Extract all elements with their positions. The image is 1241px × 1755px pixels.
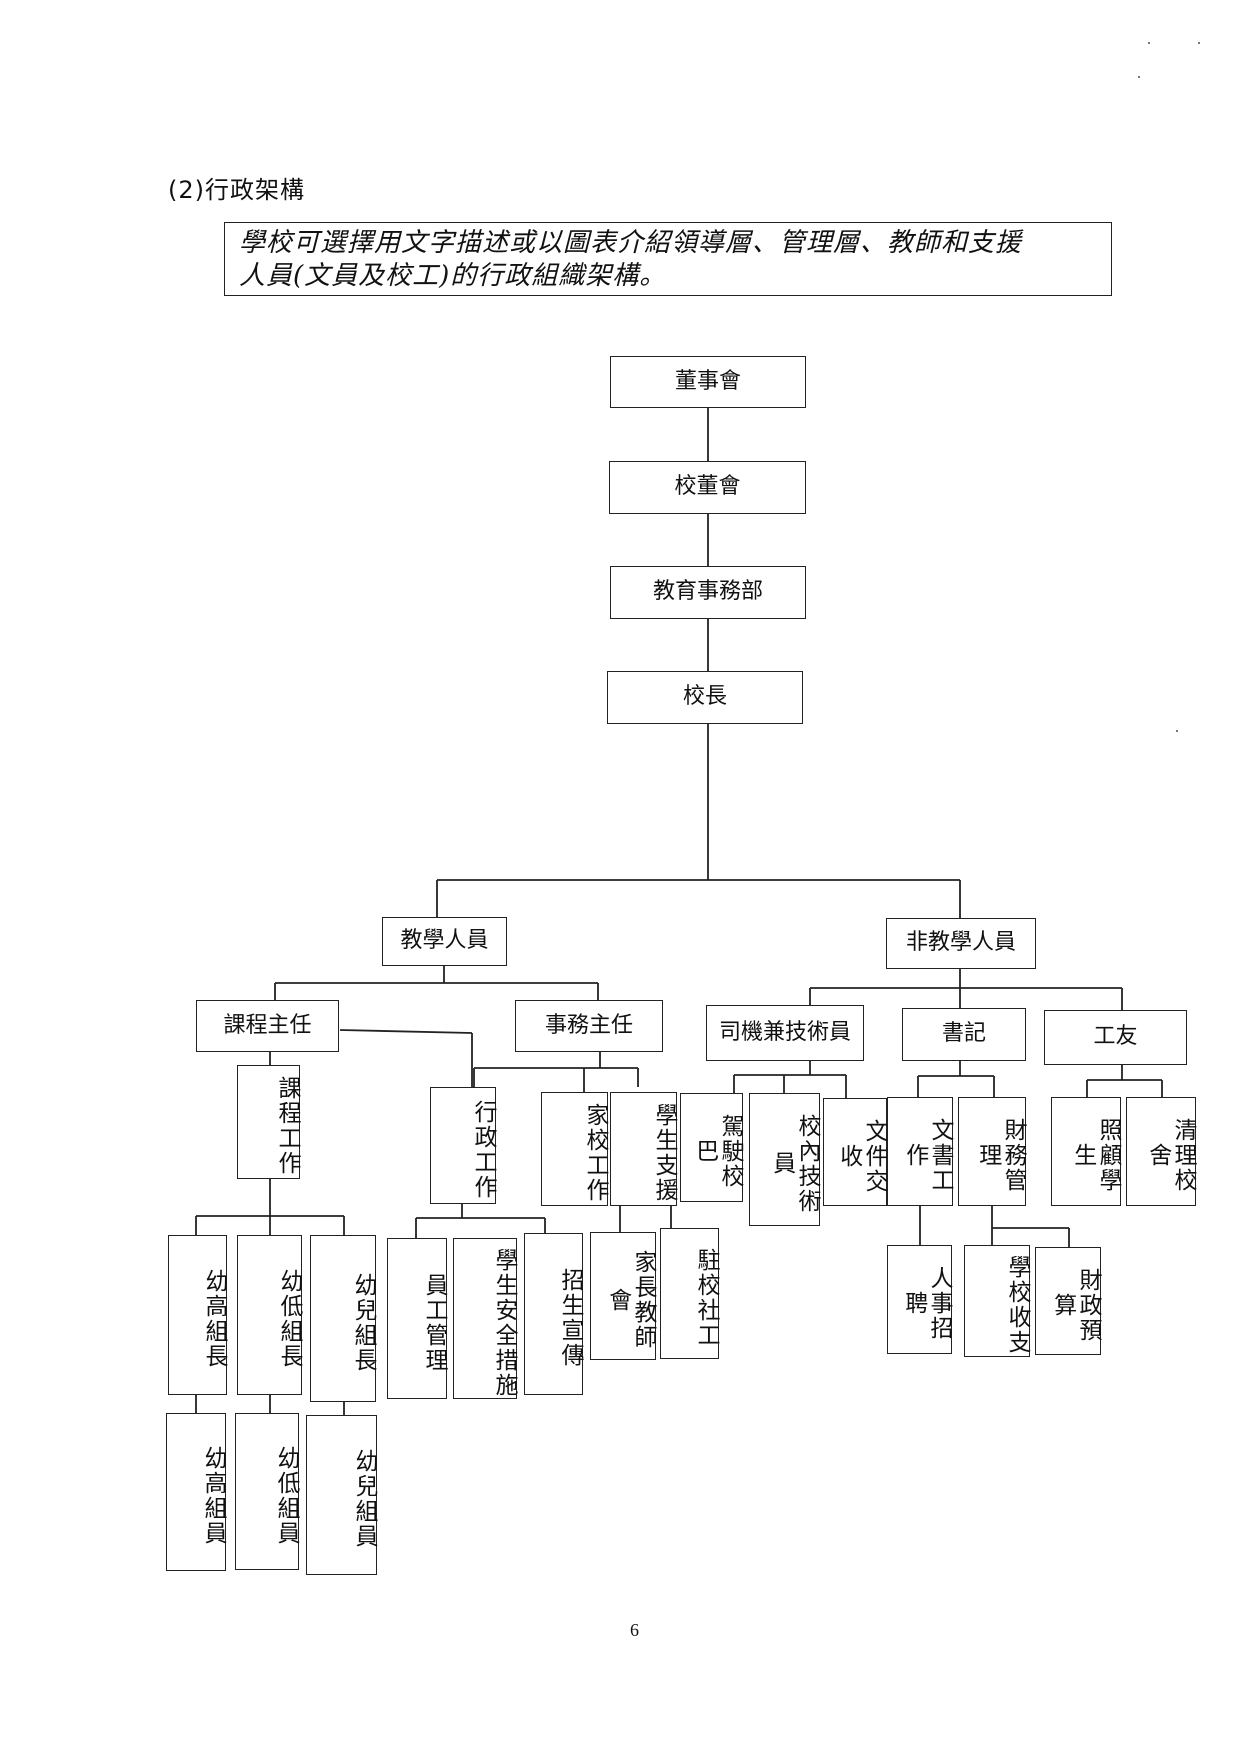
page-number: 6 bbox=[630, 1620, 639, 1640]
node-clean-school: 清理校舍 bbox=[1126, 1097, 1196, 1206]
node-pta: 家長教師會 bbox=[590, 1232, 656, 1360]
node-driver-technician: 司機兼技術員 bbox=[706, 1005, 864, 1061]
node-admission-promotion: 招生宣傳 bbox=[524, 1233, 583, 1395]
node-non-teaching-staff: 非教學人員 bbox=[886, 918, 1036, 969]
node-k1-leader: 幼兒組長 bbox=[310, 1235, 376, 1402]
node-school-board: 校董會 bbox=[609, 461, 806, 514]
node-student-support: 學生支援 bbox=[610, 1092, 677, 1206]
node-board: 董事會 bbox=[610, 356, 806, 408]
node-k2-leader: 幼低組長 bbox=[237, 1235, 302, 1395]
node-financial-budget: 財政預算 bbox=[1035, 1247, 1101, 1355]
node-school-social-worker: 駐校社工 bbox=[660, 1228, 719, 1359]
node-recruitment: 人事招聘 bbox=[887, 1245, 952, 1354]
node-clerical-work: 文書工作 bbox=[887, 1097, 953, 1206]
scan-speck bbox=[1148, 42, 1150, 44]
instruction-line-1: 學校可選擇用文字描述或以圖表介紹領導層、管理層、教師和支援 bbox=[239, 228, 1023, 258]
node-k1-member: 幼兒組員 bbox=[306, 1415, 377, 1575]
node-school-income-expense: 學校收支 bbox=[964, 1245, 1030, 1357]
node-staff-management: 員工管理 bbox=[387, 1238, 447, 1399]
node-admin-work: 行政工作 bbox=[430, 1087, 496, 1204]
scan-speck bbox=[1138, 76, 1140, 78]
node-home-school-work: 家校工作 bbox=[541, 1092, 608, 1206]
node-school-technician: 校內技術員 bbox=[749, 1093, 820, 1226]
node-janitor: 工友 bbox=[1044, 1010, 1187, 1065]
instruction-line-2: 人員(文員及校工)的行政組織架構。 bbox=[239, 261, 667, 291]
node-affairs-head: 事務主任 bbox=[515, 1000, 663, 1052]
instruction-box: 學校可選擇用文字描述或以圖表介紹領導層、管理層、教師和支援 人員(文員及校工)的… bbox=[224, 222, 1112, 296]
section-heading: (2)行政架構 bbox=[168, 176, 305, 204]
node-care-students: 照顧學生 bbox=[1051, 1097, 1121, 1206]
node-clerk: 書記 bbox=[902, 1008, 1026, 1061]
node-teaching-staff: 教學人員 bbox=[382, 917, 507, 966]
node-k3-leader: 幼高組長 bbox=[168, 1235, 227, 1395]
node-education-affairs: 教育事務部 bbox=[610, 566, 806, 619]
node-document-handling: 文件交收 bbox=[823, 1098, 887, 1206]
node-k2-member: 幼低組員 bbox=[235, 1413, 299, 1570]
scan-speck bbox=[1176, 730, 1178, 732]
node-curriculum-work: 課程工作 bbox=[237, 1065, 300, 1179]
node-principal: 校長 bbox=[607, 671, 803, 724]
node-drive-school-bus: 駕駛校巴 bbox=[680, 1093, 743, 1202]
node-student-safety: 學生安全措施 bbox=[453, 1238, 517, 1399]
scan-speck bbox=[1198, 42, 1200, 44]
node-curriculum-head: 課程主任 bbox=[196, 1000, 339, 1052]
node-finance-management: 財務管理 bbox=[958, 1097, 1026, 1206]
node-k3-member: 幼高組員 bbox=[166, 1413, 226, 1571]
